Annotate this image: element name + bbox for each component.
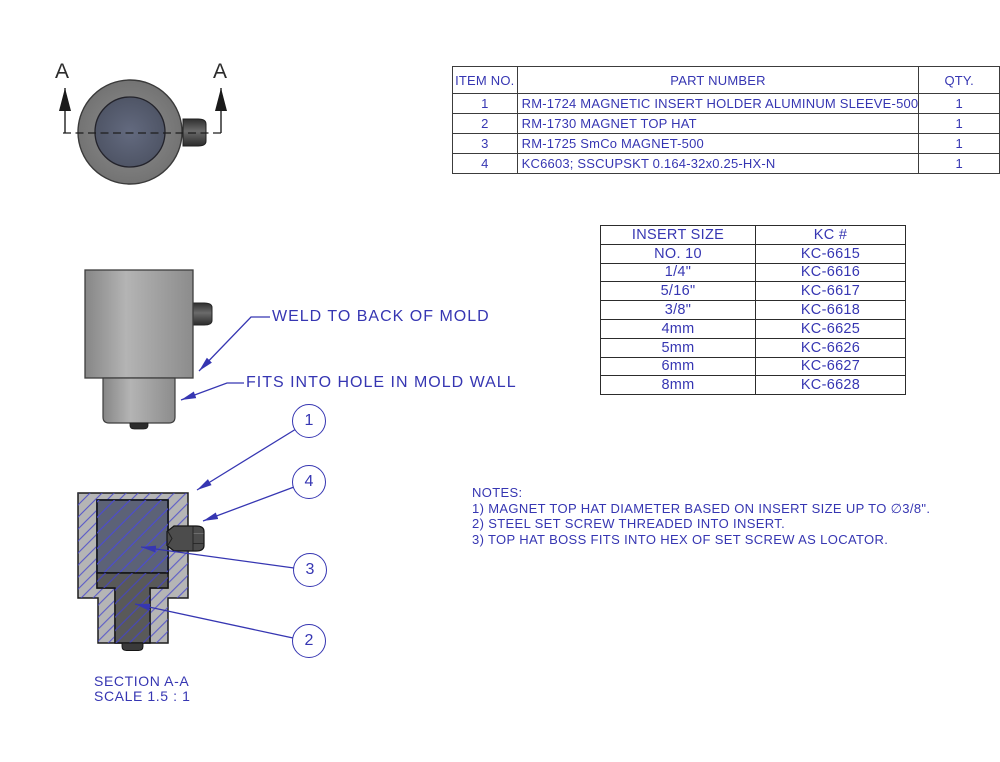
section-top-hat-hatch [97,573,168,643]
bom-part: RM-1724 MAGNETIC INSERT HOLDER ALUMINUM … [516,93,920,114]
table-row: 1/4" KC-6616 [600,262,906,283]
top-view-inner-circle [94,96,166,168]
table-row: 4mm KC-6625 [600,318,906,339]
table-row: 5/16" KC-6617 [600,281,906,302]
notes-line-3: 3) TOP HAT BOSS FITS INTO HEX OF SET SCR… [472,531,889,547]
bom-item: 4 [452,153,518,174]
balloon-4: 4 [292,465,326,499]
table-row: 2 RM-1730 MAGNET TOP HAT 1 [452,113,1000,134]
insert-size: 4mm [600,318,756,339]
insert-size: NO. 10 [600,243,756,264]
notes-block: NOTES: 1) MAGNET TOP HAT DIAMETER BASED … [472,485,930,547]
bom-header-row: ITEM NO. PART NUMBER QTY. [452,66,1000,94]
side-view-set-screw [190,302,213,326]
insert-kc: KC-6615 [755,243,906,264]
bom-qty: 1 [918,93,1000,114]
table-row: 5mm KC-6626 [600,337,906,358]
bom-qty: 1 [918,113,1000,134]
insert-header-row: INSERT SIZE KC # [600,225,906,245]
insert-size-table: INSERT SIZE KC # NO. 10 KC-6615 1/4" KC-… [600,225,906,396]
balloon-3: 3 [293,553,327,587]
weld-leader-line [198,316,270,372]
notes-line-1: 1) MAGNET TOP HAT DIAMETER BASED ON INSE… [472,500,931,516]
section-title: SECTION A-A [94,673,190,689]
insert-kc: KC-6626 [755,337,906,358]
side-view [84,269,270,430]
bom-header-qty: QTY. [918,66,1000,94]
side-view-body [84,269,194,379]
balloon-1: 1 [292,404,326,438]
set-screw-cup-point [167,531,173,546]
section-label-right: A [213,60,228,83]
bom-part: RM-1730 MAGNET TOP HAT [516,113,920,134]
table-row: 1 RM-1724 MAGNETIC INSERT HOLDER ALUMINU… [452,93,1000,114]
section-view [77,428,297,651]
table-row: 3 RM-1725 SmCo MAGNET-500 1 [452,133,1000,154]
insert-size: 3/8" [600,300,756,320]
bom-item: 1 [452,93,518,114]
bom-table: ITEM NO. PART NUMBER QTY. 1 RM-1724 MAGN… [452,66,1000,174]
balloon-3-label: 3 [305,561,315,578]
insert-kc: KC-6627 [755,356,906,377]
insert-header-size: INSERT SIZE [600,225,756,245]
bom-part: KC6603; SSCUPSKT 0.164-32x0.25-HX-N [516,153,920,174]
section-magnet-hatch [97,500,168,573]
fits-note: FITS INTO HOLE IN MOLD WALL [246,374,517,391]
balloon-4-label: 4 [304,473,314,490]
insert-kc: KC-6617 [755,281,906,302]
fits-leader-line [180,382,244,401]
table-row: 8mm KC-6628 [600,375,906,396]
insert-kc: KC-6628 [755,375,906,396]
side-view-boss [102,377,176,424]
section-set-screw [166,525,205,552]
bom-qty: 1 [918,153,1000,174]
table-row: 4 KC6603; SSCUPSKT 0.164-32x0.25-HX-N 1 [452,153,1000,174]
section-label-left: A [55,60,70,83]
insert-kc: KC-6625 [755,318,906,339]
table-row: 3/8" KC-6618 [600,300,906,320]
section-sleeve-hatch [78,493,188,643]
balloon-1-leader [196,428,297,491]
bom-header-part: PART NUMBER [516,66,920,94]
insert-size: 6mm [600,356,756,377]
insert-size: 1/4" [600,262,756,283]
table-row: 6mm KC-6627 [600,356,906,377]
balloon-2-label: 2 [304,632,314,649]
insert-size: 5mm [600,337,756,358]
weld-note: WELD TO BACK OF MOLD [272,308,490,325]
bom-header-item: ITEM NO. [452,66,518,94]
bom-item: 3 [452,133,518,154]
insert-size: 5/16" [600,281,756,302]
bom-qty: 1 [918,133,1000,154]
insert-kc: KC-6618 [755,300,906,320]
table-row: NO. 10 KC-6615 [600,243,906,264]
top-view [59,79,227,185]
side-view-nub [129,422,149,430]
section-hat-nub [121,642,144,651]
notes-title: NOTES: [472,485,523,500]
bom-part: RM-1725 SmCo MAGNET-500 [516,133,920,154]
bom-item: 2 [452,113,518,134]
balloon-2: 2 [292,624,326,658]
balloon-4-leader [202,486,295,522]
insert-header-kc: KC # [755,225,906,245]
balloon-3-leader [140,545,295,569]
section-scale: SCALE 1.5 : 1 [94,688,191,704]
insert-size: 8mm [600,375,756,396]
balloon-2-leader [134,603,294,639]
notes-line-2: 2) STEEL SET SCREW THREADED INTO INSERT. [472,516,786,531]
insert-kc: KC-6616 [755,262,906,283]
balloon-1-label: 1 [304,412,314,429]
